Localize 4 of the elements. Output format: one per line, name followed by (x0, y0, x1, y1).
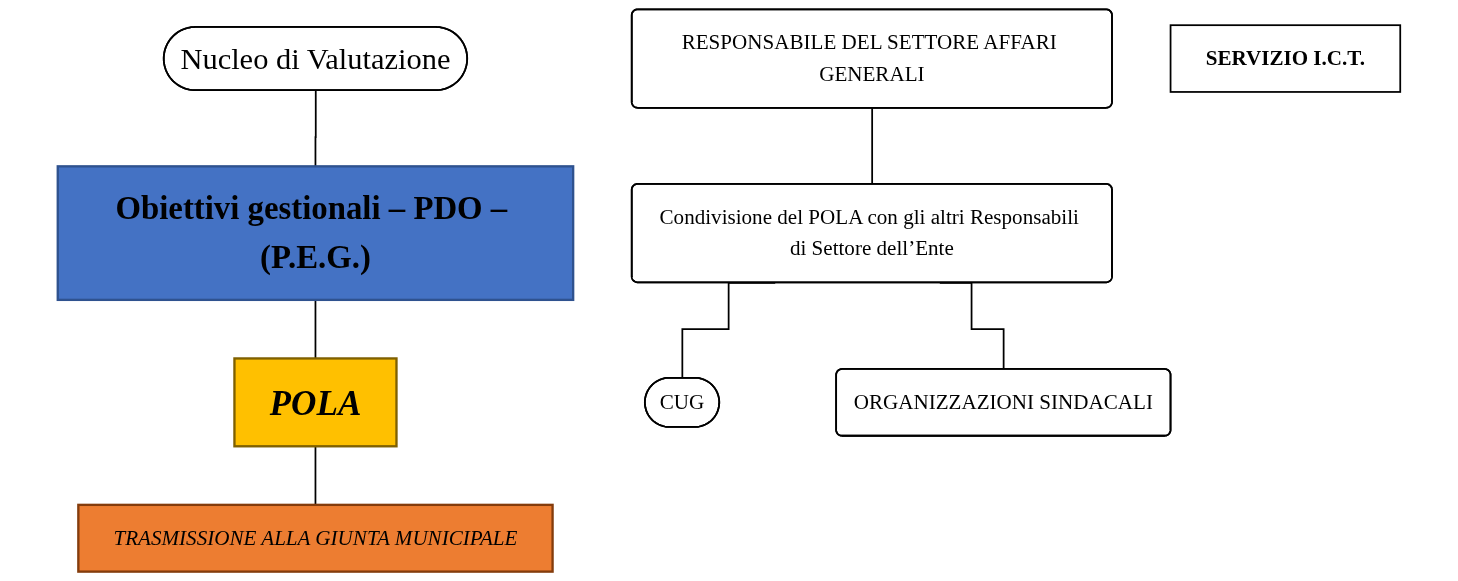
node-box: SERVIZIO I.C.T. (1169, 24, 1402, 93)
node-box: TRASMISSIONE ALLA GIUNTA MUNICIPALE (77, 503, 554, 573)
node-box: Obiettivi gestionali – PDO – (P.E.G.) (56, 165, 575, 302)
node-box: POLA (233, 357, 398, 448)
